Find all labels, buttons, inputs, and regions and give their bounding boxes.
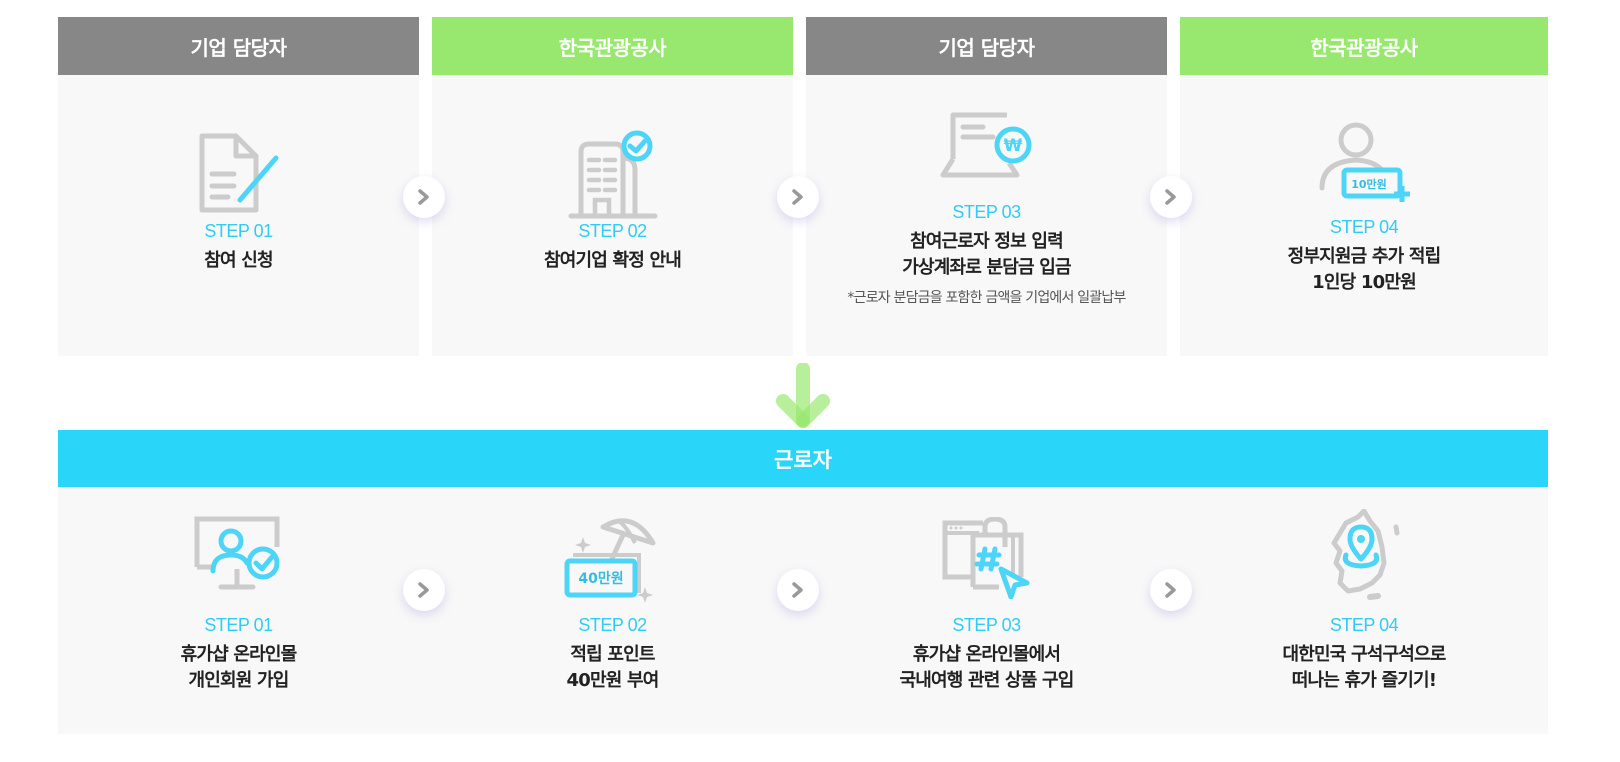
step-title-line-2: 국내여행 관련 상품 구입 [899,670,1075,691]
svg-text:₩: ₩ [1003,136,1022,156]
step-number: STEP 02 [578,221,647,241]
chevron-right-icon [792,582,803,598]
top-step-4: 한국관광공사 10만원 STEP 04 정부지원금 추가 적립 1인당 10만원 [1180,17,1548,356]
step-number: STEP 02 [578,615,647,635]
bottom-step-3: STEP 03 휴가샵 온라인몰에서 국내여행 관련 상품 구입 [806,487,1167,734]
next-step-button[interactable] [1150,176,1192,218]
step-note: *근로자 분담금을 포함한 금액을 기업에서 일괄납부 [847,290,1126,306]
step-number: STEP 03 [952,615,1021,635]
chevron-right-icon [418,189,429,205]
next-step-button[interactable] [777,569,819,611]
company-process-row: 기업 담당자 STEP 01 참여 신청 한국관광공사 [58,17,1548,356]
next-step-button[interactable] [1150,569,1192,611]
next-step-button[interactable] [777,176,819,218]
document-edit-icon [199,133,278,213]
worker-section-header: 근로자 [58,430,1548,487]
svg-text:40만원: 40만원 [578,571,623,587]
person-money-icon: 10만원 [1319,122,1410,202]
worker-process-row: STEP 01 휴가샵 온라인몰 개인회원 가입 40만원 STEP 02 적립… [58,487,1548,734]
step-title-line-1: 참여근로자 정보 입력 [910,231,1064,252]
step-title-line-1: 휴가샵 온라인몰 [180,644,298,665]
step-title-line-1: 대한민국 구석구석으로 [1282,644,1446,665]
bottom-step-2: 40만원 STEP 02 적립 포인트 40만원 부여 [432,487,793,734]
next-step-button[interactable] [403,569,445,611]
building-check-icon [568,130,657,219]
step-title: 참여 신청 [204,250,273,271]
step-title-line-2: 가상계좌로 분담금 입금 [902,257,1071,278]
step-title-line-1: 적립 포인트 [570,644,655,665]
top-step-3: 기업 담당자 ₩ STEP 03 참여근로자 정보 입력 가상계좌로 분담금 입… [806,17,1167,356]
step-title-line-2: 떠나는 휴가 즐기기! [1291,670,1437,691]
step-title-line-2: 40만원 부여 [566,670,660,691]
laptop-won-icon: ₩ [940,112,1031,178]
step-number: STEP 01 [204,221,273,241]
chevron-right-icon [418,582,429,598]
bottom-step-1: STEP 01 휴가샵 온라인몰 개인회원 가입 [58,487,419,734]
chevron-right-icon [1165,189,1176,205]
step-title-line-1: 휴가샵 온라인몰에서 [912,644,1061,665]
svg-text:10만원: 10만원 [1351,177,1387,191]
owner-header: 한국관광공사 [432,17,793,75]
next-step-button[interactable] [403,176,445,218]
top-step-2: 한국관광공사 STEP 02 참여기업 확정 안내 [432,17,793,356]
step-title-line-2: 개인회원 가입 [188,670,289,691]
bottom-step-4: STEP 04 대한민국 구석구석으로 떠나는 휴가 즐기기! [1180,487,1548,734]
top-step-1: 기업 담당자 STEP 01 참여 신청 [58,17,419,356]
step-number: STEP 04 [1329,217,1399,237]
step-number: STEP 03 [952,202,1021,222]
step-title: 참여기업 확정 안내 [543,250,682,271]
step-number: STEP 01 [204,615,273,635]
step-number: STEP 04 [1329,615,1399,635]
owner-header: 한국관광공사 [1180,17,1548,75]
owner-header: 기업 담당자 [806,17,1167,75]
chevron-right-icon [792,189,803,205]
korea-map-pin-icon [1331,509,1400,600]
arrow-down-icon [776,363,830,428]
shopping-bag-hashtag-icon [942,517,1029,599]
monitor-user-check-icon [194,516,279,590]
umbrella-points-icon: 40만원 [564,518,655,603]
step-title-line-1: 정부지원금 추가 적립 [1287,246,1442,267]
owner-header: 기업 담당자 [58,17,419,75]
chevron-right-icon [1165,582,1176,598]
step-title-line-2: 1인당 10만원 [1312,272,1416,293]
